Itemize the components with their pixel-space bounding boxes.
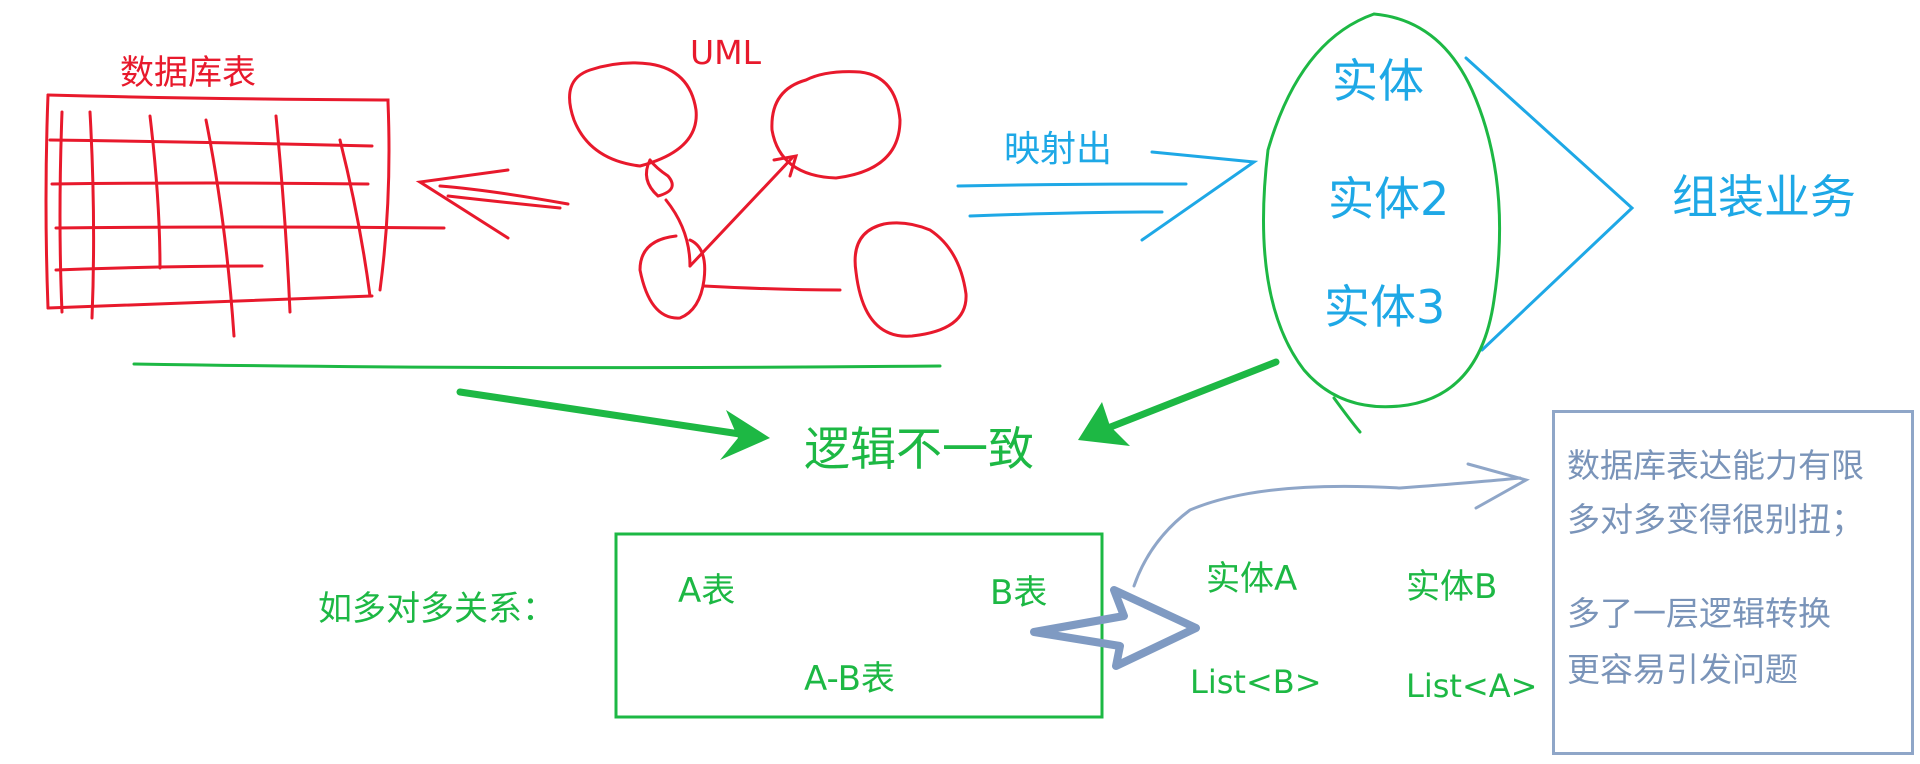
table-ab-label: A-B表 bbox=[804, 659, 895, 699]
curved-note-arrow bbox=[1132, 462, 1530, 588]
note-line-2: 多对多变得很别扭； bbox=[1567, 500, 1864, 539]
mapping-label: 映射出 bbox=[1004, 129, 1113, 170]
inconsistency-label: 逻辑不一致 bbox=[804, 422, 1034, 476]
conversion-arrow bbox=[1030, 586, 1200, 670]
bidirectional-arrow bbox=[415, 168, 570, 240]
assemble-arrow bbox=[1464, 56, 1635, 352]
example-table-box bbox=[614, 532, 1104, 719]
example-intro-label: 如多对多关系： bbox=[318, 589, 556, 629]
note-line-5: 更容易引发问题 bbox=[1567, 650, 1798, 689]
note-line-4: 多了一层逻辑转换 bbox=[1567, 594, 1831, 633]
list-a-label: List<A> bbox=[1406, 667, 1538, 705]
uml-label: UML bbox=[690, 33, 762, 72]
divider-line bbox=[132, 362, 942, 370]
entity-label-2: 实体2 bbox=[1328, 172, 1450, 226]
note-box: 数据库表达能力有限 多对多变得很别扭； 多了一层逻辑转换 更容易引发问题 bbox=[1552, 410, 1914, 755]
database-table-sketch bbox=[44, 93, 446, 338]
table-a-label: A表 bbox=[678, 571, 736, 611]
inconsistency-arrows bbox=[456, 358, 1280, 460]
entity-label-3: 实体3 bbox=[1324, 280, 1446, 334]
assemble-label: 组装业务 bbox=[1672, 170, 1856, 224]
mapping-arrow bbox=[956, 150, 1259, 242]
note-line-1: 数据库表达能力有限 bbox=[1567, 446, 1864, 485]
db-table-label: 数据库表 bbox=[120, 53, 256, 93]
entity-a-label: 实体A bbox=[1206, 559, 1298, 599]
uml-sketch bbox=[568, 61, 968, 338]
entity-label-1: 实体 bbox=[1332, 54, 1424, 108]
entity-b-label: 实体B bbox=[1406, 567, 1498, 607]
list-b-label: List<B> bbox=[1190, 663, 1322, 701]
entity-group-ellipse bbox=[1262, 12, 1502, 434]
table-b-label: B表 bbox=[990, 573, 1048, 613]
